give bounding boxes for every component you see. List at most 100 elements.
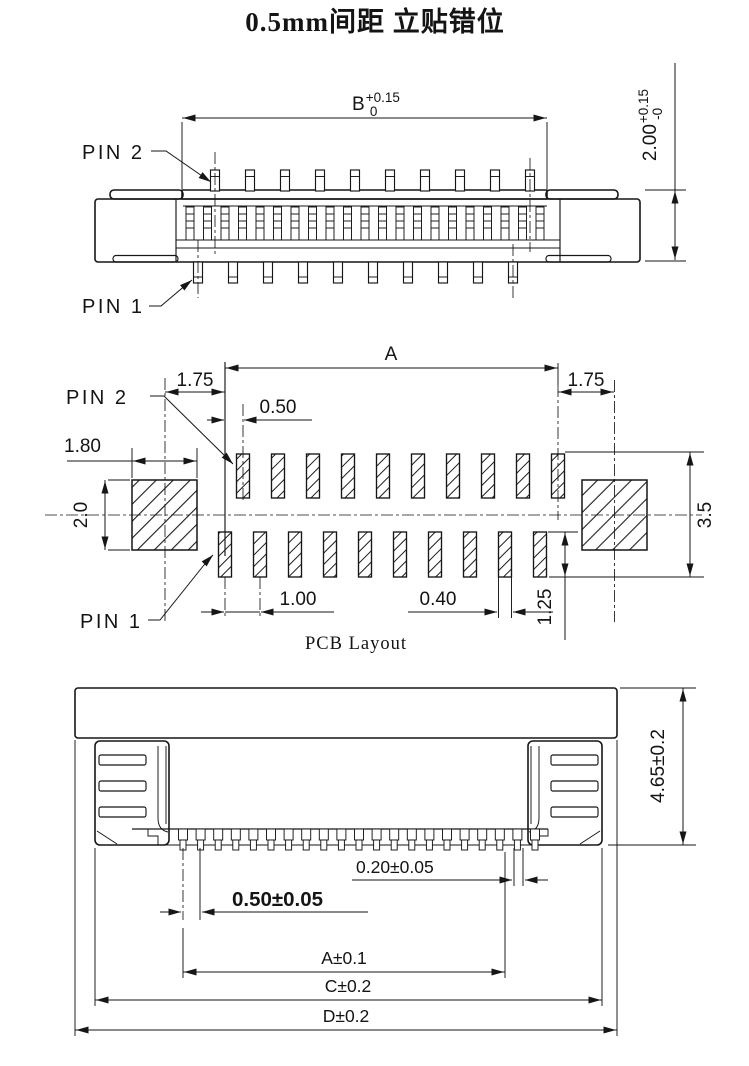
inner-contact	[343, 206, 352, 241]
smt-pin	[406, 828, 417, 841]
latch-left	[94, 740, 170, 846]
pcb-layout-view: A 1.75 1.75 0.50 1.80 2.0 3.5	[45, 344, 716, 654]
top-pin	[314, 169, 326, 192]
upper-pad	[305, 453, 321, 499]
pcb-layout-caption: PCB Layout	[305, 634, 407, 654]
pin2-label: PIN 2	[66, 387, 129, 409]
smt-pin-foot	[249, 839, 257, 851]
smt-pin	[389, 828, 400, 841]
top-pin	[489, 169, 501, 192]
connector-bottom-lip-right	[545, 254, 612, 263]
page-title: 0.5mm间距 立贴错位	[245, 6, 504, 37]
smt-pin-foot	[390, 839, 398, 851]
inner-contact	[238, 206, 247, 241]
inner-contact	[273, 206, 282, 241]
smt-pin	[530, 828, 540, 841]
smt-pin-foot	[232, 839, 240, 851]
dim-pitch: 0.50±0.05	[232, 888, 323, 911]
smt-pin	[178, 828, 188, 841]
lower-pad	[532, 531, 548, 578]
smt-pin	[442, 828, 452, 841]
top-pin	[454, 169, 466, 192]
smt-pin	[459, 828, 470, 841]
inner-contact	[255, 206, 265, 241]
latch-right	[527, 740, 603, 846]
smt-pin-foot	[355, 839, 363, 851]
dim-a: A±0.1	[321, 948, 367, 968]
smt-pin	[354, 828, 364, 841]
inner-contact	[360, 206, 370, 241]
dim-height: 4.65±0.2	[648, 729, 669, 803]
top-pin	[419, 169, 431, 192]
smt-pin-foot	[285, 839, 293, 851]
lower-pad	[392, 531, 408, 578]
top-pin	[279, 169, 291, 192]
smt-pin-foot	[408, 839, 416, 851]
upper-pad	[515, 453, 531, 499]
lower-pad	[252, 531, 268, 578]
smt-pin-foot	[302, 839, 310, 851]
front-view: 4.65±0.2 0.20±0.05 0.50±0.05 A±0.1 C±0.2	[74, 687, 696, 1036]
pin1-label: PIN 1	[80, 611, 143, 633]
inner-contact	[203, 206, 212, 241]
actuator-bar	[74, 687, 618, 739]
dim-pad-width: 0.40	[420, 589, 457, 610]
smt-pin	[213, 828, 224, 841]
lower-pad	[462, 531, 478, 578]
smt-pin	[230, 828, 241, 841]
dim-left-margin: 1.75	[177, 370, 214, 391]
upper-pad	[410, 453, 426, 499]
bottom-pin	[472, 261, 484, 284]
smt-pin-foot	[478, 839, 486, 851]
connector-bottom-lip-left	[112, 254, 179, 263]
connector-top-tab-right	[545, 189, 619, 200]
smt-pin-foot	[320, 839, 328, 851]
inner-contact	[518, 206, 527, 241]
pin2-label: PIN 2	[82, 142, 145, 164]
upper-pad	[270, 453, 286, 499]
dim-right-margin: 1.75	[568, 370, 605, 391]
top-pin-row	[209, 169, 536, 192]
bottom-pin	[332, 261, 344, 284]
smt-pin	[248, 828, 259, 841]
inner-contact	[500, 206, 510, 241]
dim-pitch: 1.00	[280, 589, 317, 610]
smt-pin	[266, 828, 276, 841]
smt-pin	[301, 828, 312, 841]
bottom-pin	[437, 261, 449, 284]
solder-tab-left	[131, 479, 198, 551]
smt-pin-foot	[373, 839, 381, 851]
inner-contact	[308, 206, 317, 241]
bottom-pin	[297, 261, 309, 284]
inner-contact	[290, 206, 300, 241]
smt-pin	[195, 828, 206, 841]
smt-pin-foot	[197, 839, 205, 851]
lower-pad-row	[217, 531, 548, 578]
dim-c: C±0.2	[325, 976, 372, 996]
upper-pad	[340, 453, 356, 499]
inner-contact	[413, 206, 422, 241]
inner-contact	[465, 206, 475, 241]
smt-pin	[494, 828, 505, 841]
inner-contact	[430, 206, 440, 241]
bottom-pin	[227, 261, 239, 284]
top-pin	[384, 169, 396, 192]
lower-pad	[357, 531, 373, 578]
connector-body	[94, 198, 641, 263]
dim-tab-height: 2.0	[71, 502, 92, 528]
smt-pin	[512, 828, 523, 841]
smt-pin	[318, 828, 329, 841]
smt-pin-foot	[513, 839, 521, 851]
inner-contact	[483, 206, 492, 241]
inner-contact	[325, 206, 335, 241]
dim-height: 2.00+0.15-0	[636, 89, 665, 161]
pin1-label: PIN 1	[82, 296, 145, 318]
smt-pin	[283, 828, 294, 841]
inner-contact	[378, 206, 387, 241]
dim-d: D±0.2	[323, 1006, 370, 1026]
smt-pin	[477, 828, 488, 841]
bottom-pin	[402, 261, 414, 284]
